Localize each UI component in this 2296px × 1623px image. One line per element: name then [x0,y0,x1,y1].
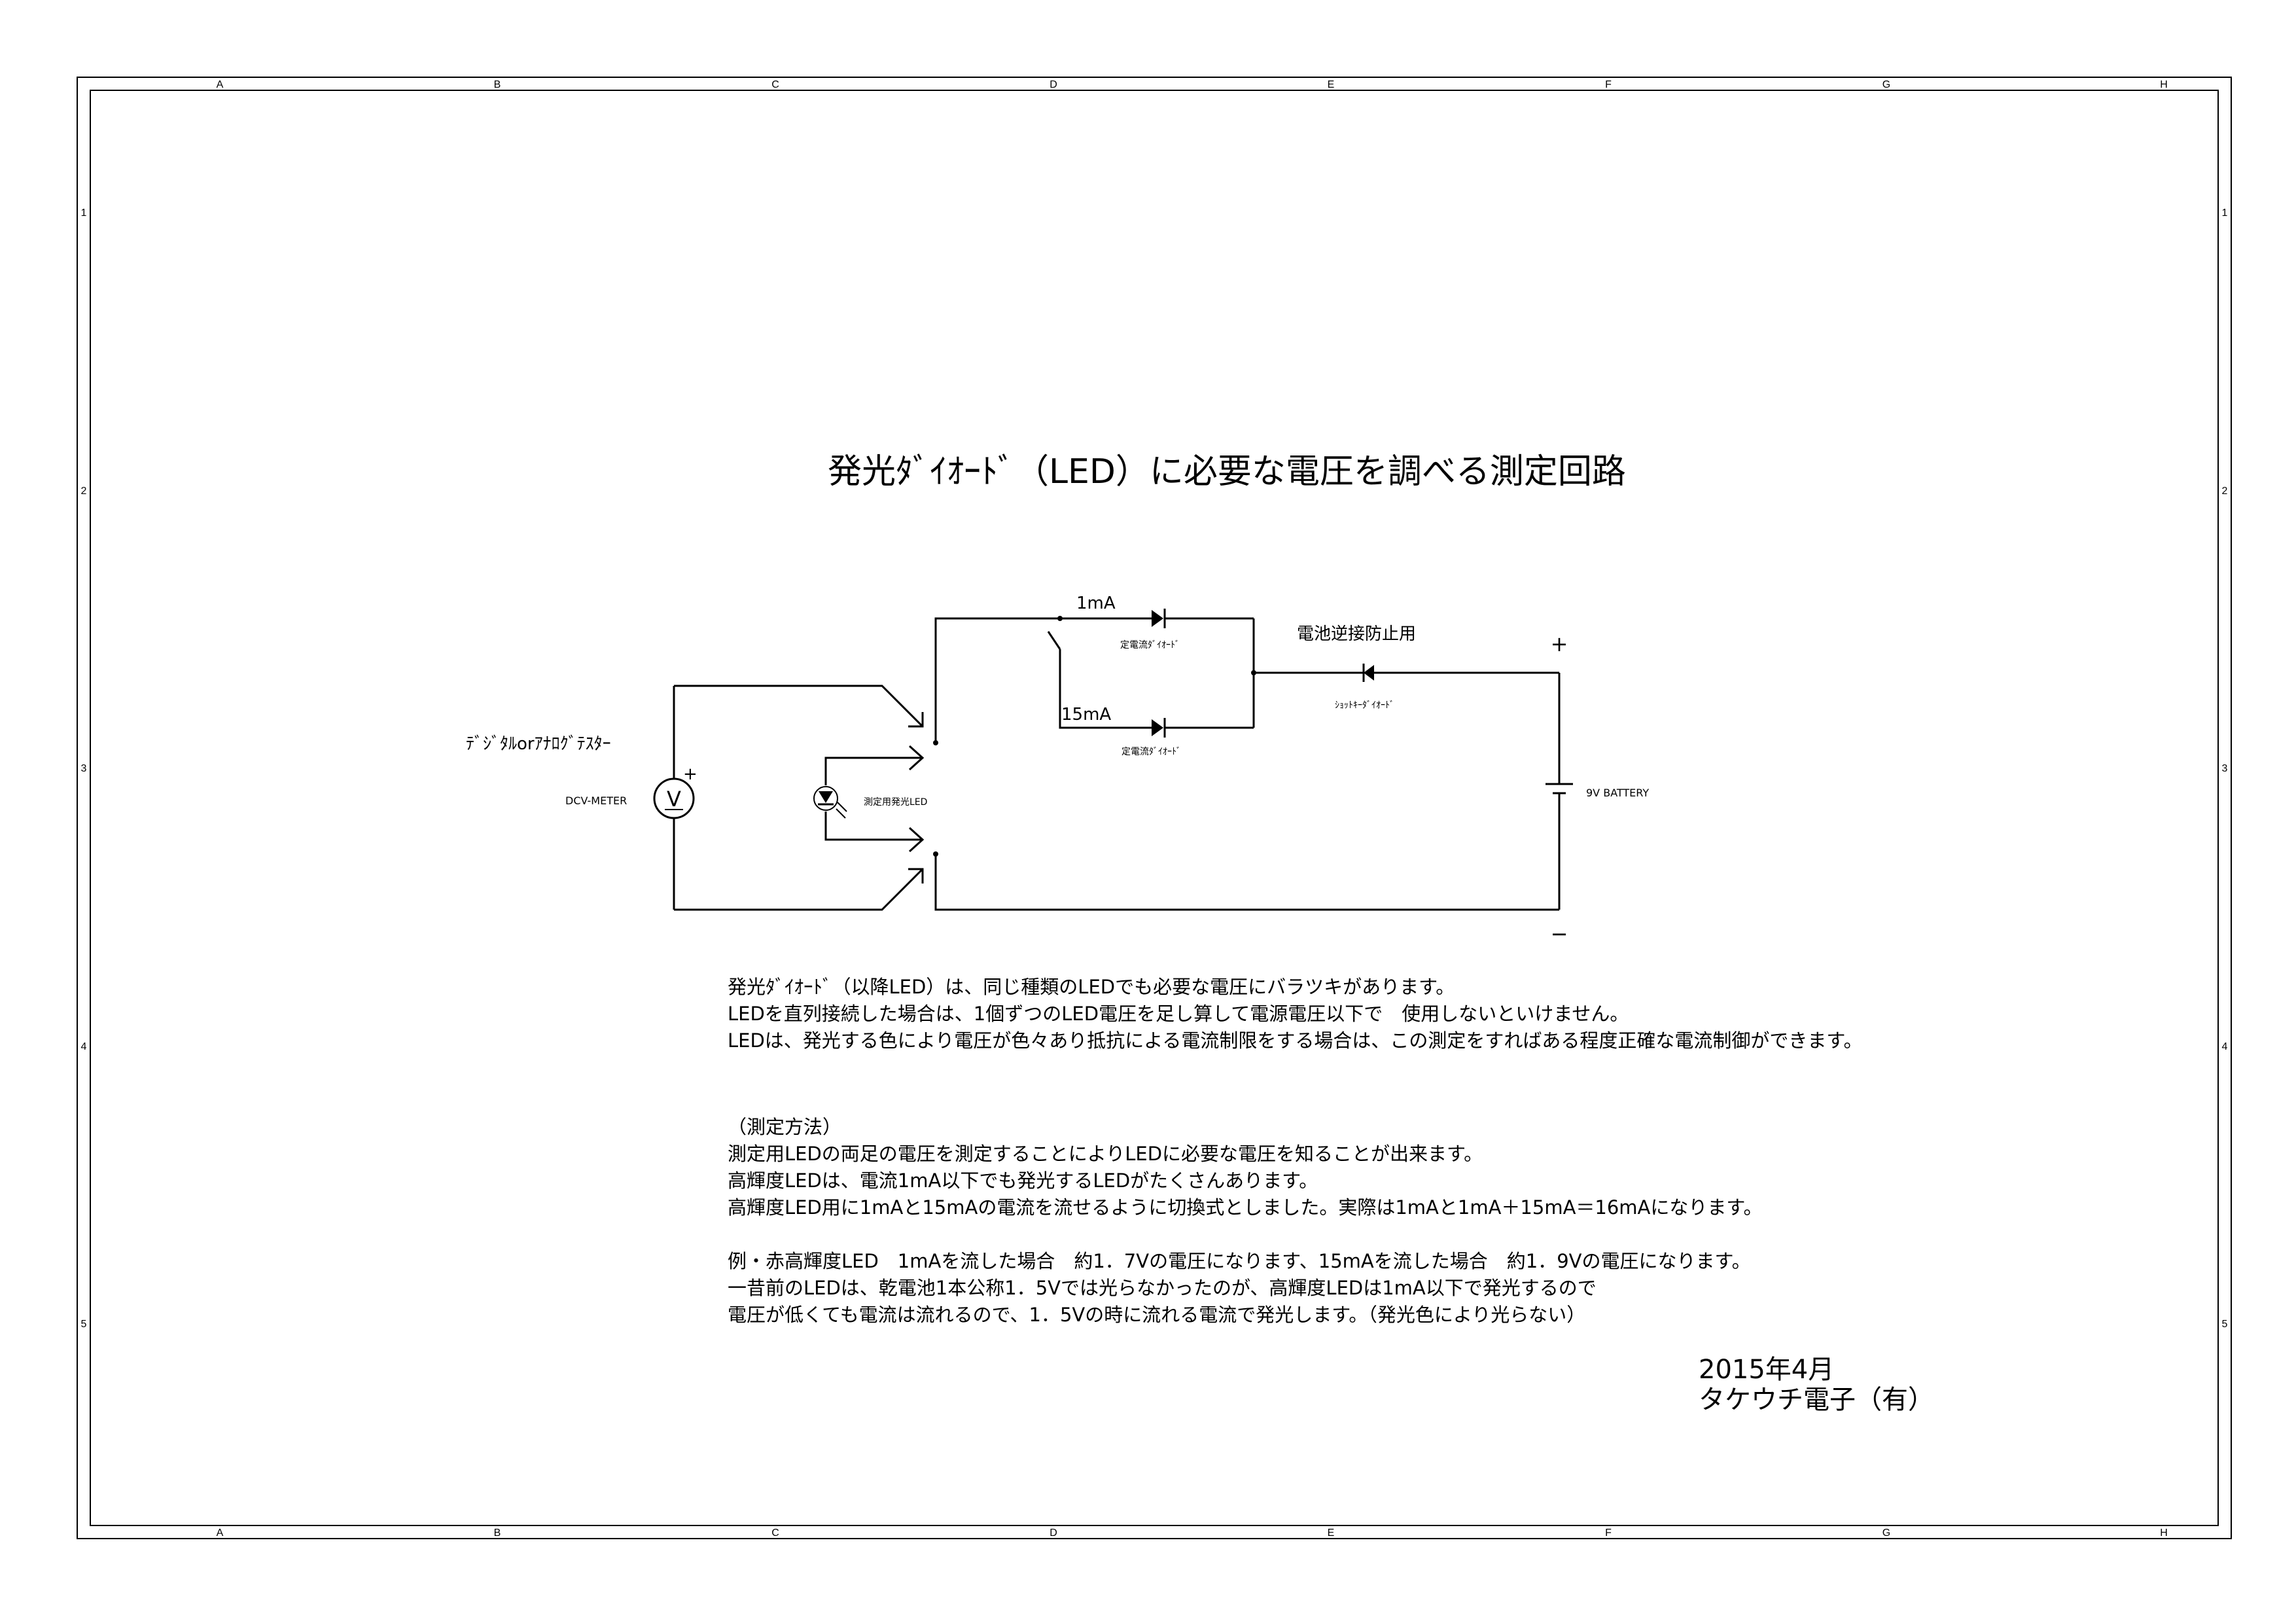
row-labels-right: 1 2 3 4 5 [2222,207,2228,1330]
column-labels-bottom: A B C D E F G H [217,1527,2168,1539]
col-label: D [1050,79,1057,90]
battery-plus: + [1551,632,1568,656]
col-label: D [1050,1527,1057,1539]
meter-label: DCV-METER [565,794,627,807]
voltmeter: V + [653,686,698,910]
signature-date: 2015年4月 [1699,1355,1835,1385]
row-label: 3 [2222,763,2228,774]
description-line: 発光ﾀﾞｲｵｰﾄﾞ（以降LED）は、同じ種類のLEDでも必要な電圧にバラツキがあ… [728,976,1455,998]
col-label: F [1605,79,1612,90]
row-label: 2 [81,486,87,497]
outer-border [77,77,2232,1539]
diagram-title: 発光ﾀﾞｲｵｰﾄﾞ（LED）に必要な電圧を調べる測定回路 [828,452,1626,491]
row-label: 5 [2222,1319,2228,1330]
crd-label-bottom: 定電流ﾀﾞｲｵｰﾄﾞ [1122,747,1181,757]
description-line: 高輝度LEDは、電流1mA以下でも発光するLEDがたくさんあります。 [728,1169,1318,1192]
current-1ma-label: 1mA [1076,594,1116,613]
test-led [813,745,925,853]
row-label: 1 [81,207,87,219]
description-line: 測定用LEDの両足の電圧を測定することによりLEDに必要な電圧を知ることが出来ま… [728,1143,1483,1165]
description-line: （測定方法） [728,1116,842,1138]
row-label: 3 [81,763,87,774]
col-label: A [217,1527,224,1539]
voltmeter-plus: + [683,764,698,784]
battery-label: 9V BATTERY [1586,787,1649,799]
row-label: 2 [2222,486,2228,497]
description-line: LEDを直列接続した場合は、1個ずつのLED電圧を足し算して電源電圧以下で 使用… [728,1003,1629,1025]
col-label: H [2160,79,2168,90]
schottky-label: ｼｮｯﾄｷｰﾀﾞｲｵｰﾄﾞ [1335,700,1394,711]
inner-border [90,90,2219,1526]
row-label: 4 [81,1041,87,1052]
voltmeter-symbol: V [667,787,681,812]
crd-label-top: 定電流ﾀﾞｲｵｰﾄﾞ [1120,640,1180,651]
col-label: E [1328,79,1335,90]
col-label: F [1605,1527,1612,1539]
range-switch [1047,631,1061,650]
protection-label: 電池逆接防止用 [1297,624,1416,644]
col-label: A [217,79,224,90]
col-label: C [771,79,779,90]
col-label: G [1882,1527,1890,1539]
col-label: B [494,1527,501,1539]
row-label: 4 [2222,1041,2228,1052]
description-line: 一昔前のLEDは、乾電池1本公称1．5Vでは光らなかったのが、高輝度LEDは1m… [728,1277,1597,1299]
row-label: 1 [2222,207,2228,219]
col-label: H [2160,1527,2168,1539]
column-labels-top: A B C D E F G H [217,79,2168,90]
led-label: 測定用発光LED [864,797,927,808]
battery [1545,673,1573,910]
row-labels-left: 1 2 3 4 5 [81,207,87,1330]
tester-label: ﾃﾞｼﾞﾀﾙorｱﾅﾛｸﾞﾃｽﾀｰ [466,734,611,754]
description-line: LEDは、発光する色により電圧が色々あり抵抗による電流制限をする場合は、この測定… [728,1029,1863,1052]
col-label: B [494,79,501,90]
row-label: 5 [81,1319,87,1330]
col-label: G [1882,79,1890,90]
col-label: C [771,1527,779,1539]
signature: 2015年4月 タケウチ電子（有） [1699,1355,1934,1415]
circuit: ﾃﾞｼﾞﾀﾙorｱﾅﾛｸﾞﾃｽﾀｰ DCV-METER V + [466,594,1649,946]
description-line: 例・赤高輝度LED 1mAを流した場合 約1．7Vの電圧になります、15mAを流… [728,1250,1751,1272]
description-line: 電圧が低くても電流は流れるので、1．5Vの時に流れる電流で発光します。（発光色に… [728,1304,1586,1326]
description: 発光ﾀﾞｲｵｰﾄﾞ（以降LED）は、同じ種類のLEDでも必要な電圧にバラツキがあ… [728,974,2102,1329]
battery-minus: − [1551,921,1568,946]
signature-company: タケウチ電子（有） [1699,1385,1934,1415]
current-15ma-label: 15mA [1061,705,1111,724]
description-line: 高輝度LED用に1mAと15mAの電流を流せるように切換式としました。実際は1m… [728,1196,1763,1219]
col-label: E [1328,1527,1335,1539]
